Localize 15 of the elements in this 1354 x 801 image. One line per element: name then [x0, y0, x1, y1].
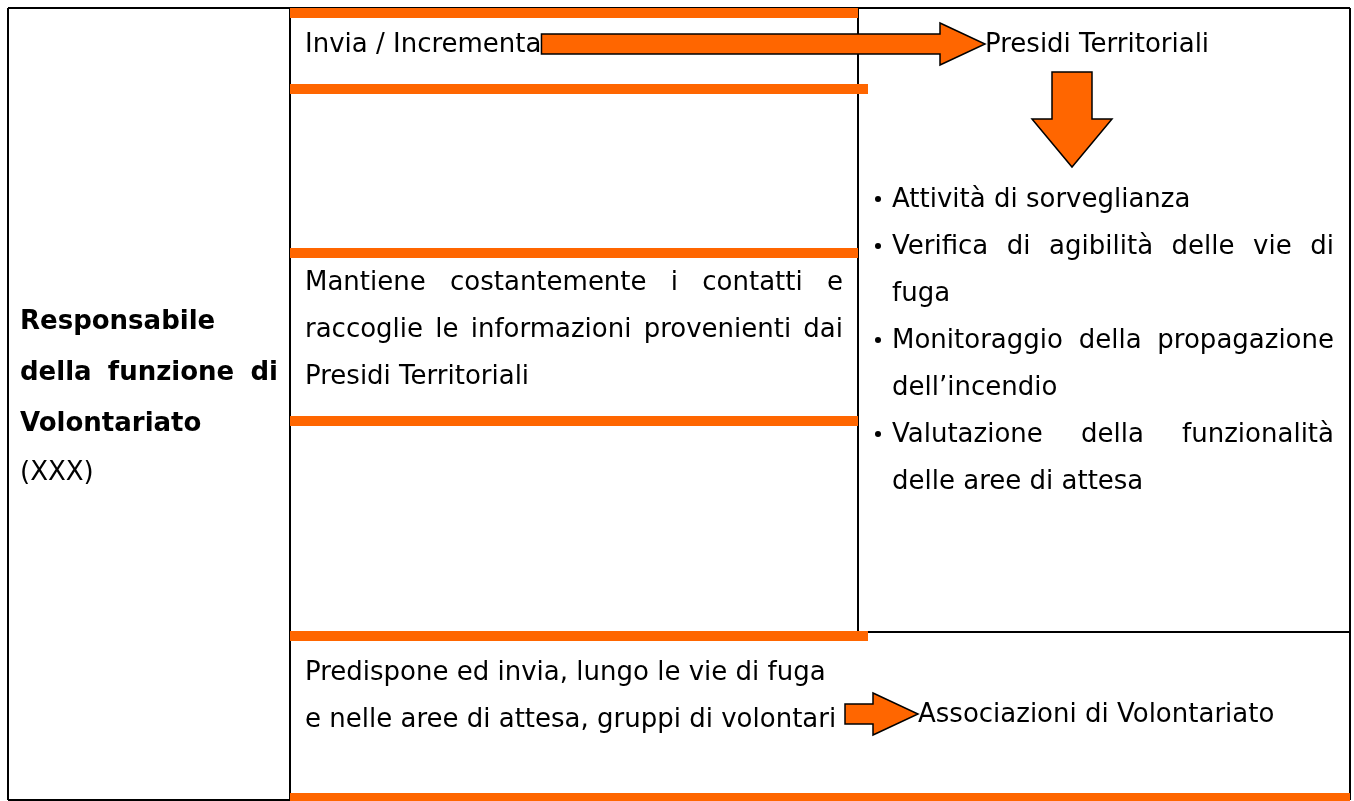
block-arrow [540, 21, 987, 67]
node-circle [875, 196, 881, 202]
target-label: Presidi Territoriali [985, 20, 1210, 67]
bullet-item: Verifica di agibilità delle vie di fuga [872, 222, 1334, 316]
action-text: Predispone ed invia, lungo le vie di fuga e nelle aree di attesa, gruppi di volontari [305, 648, 845, 742]
bullet-item: Attività di sorveglianza [872, 175, 1334, 222]
block-arrow [1030, 71, 1114, 169]
target-label: Associazioni di Volontariato [918, 690, 1275, 737]
role-code: (XXX) [20, 455, 95, 488]
bullet-item: Monitoraggio della propagazione dell’incendio [872, 316, 1334, 410]
action-text: Invia / Incrementa [305, 20, 542, 67]
action-text: Mantiene costantemente i contatti e raccoglie le informazioni provenienti dai Presidi Territoriali [305, 258, 843, 399]
role-title: Responsabile della funzione di Volontariato [20, 304, 278, 439]
block-arrow [844, 691, 920, 737]
bullet-item: Valutazione della funzionalità delle aree di attesa [872, 410, 1334, 504]
